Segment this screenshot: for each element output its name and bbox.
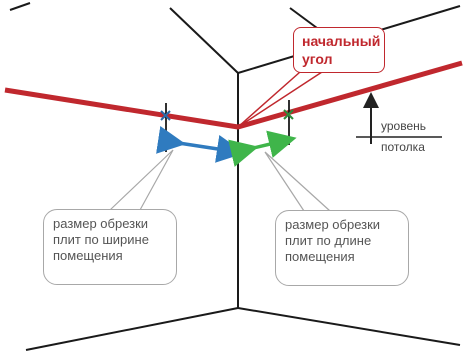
width-trim-line1: размер обрезки: [53, 216, 149, 231]
ceiling-edge-top-right: [289, 7, 318, 29]
width-trim-line3: помещения: [53, 248, 123, 263]
length-trim-line2: плит по длине: [285, 233, 372, 248]
ceiling-level-label-bottom: потолка: [381, 140, 425, 154]
corner-callout-pointer: [237, 71, 323, 128]
floor-edge-left: [25, 307, 239, 351]
width-trim-line2: плит по ширине: [53, 232, 149, 247]
ceiling-edge-far-left: [9, 2, 31, 11]
floor-edge-right: [237, 307, 461, 346]
corner-label-line2: угол: [302, 51, 333, 67]
width-callout-pointer: [109, 149, 174, 211]
length-trim-callout: размер обрезки плит по длине помещения: [275, 210, 409, 286]
length-trim-line1: размер обрезки: [285, 217, 381, 232]
length-trim-arrow: [228, 130, 297, 167]
starting-corner-callout: начальный угол: [293, 27, 385, 73]
ceiling-edge-left: [169, 7, 239, 74]
ceiling-level-line: [4, 60, 463, 130]
cross-mark-icon: [160, 110, 171, 121]
corner-label-line1: начальный: [302, 33, 381, 49]
length-callout-pointer: [264, 151, 331, 212]
cross-mark-icon: [283, 109, 294, 120]
width-trim-arrow: [156, 126, 245, 163]
width-trim-callout: размер обрезки плит по ширине помещения: [43, 209, 177, 285]
length-trim-line3: помещения: [285, 249, 355, 264]
ceiling-level-label-top: уровень: [381, 119, 427, 133]
